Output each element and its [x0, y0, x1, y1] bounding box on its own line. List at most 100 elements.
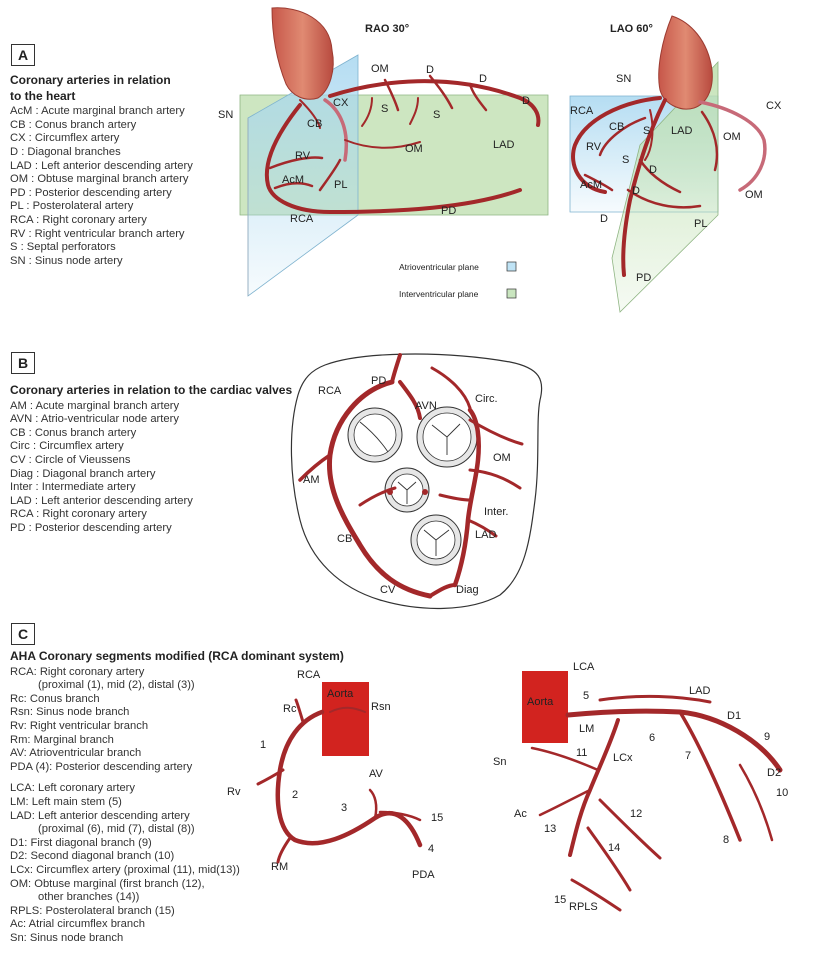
legend-entry: LM: Left main stem (5) [10, 795, 122, 808]
lao-label-acm: AcM [580, 179, 602, 191]
valve-label-cv: CV [380, 584, 396, 596]
panel-c-letter: C [11, 623, 35, 645]
rca-label-4: 4 [428, 843, 434, 855]
lca-label-5: 5 [583, 690, 589, 702]
lao-label-d1: D [649, 164, 657, 176]
rca-label-3: 3 [341, 802, 347, 814]
rca-label-pda: PDA [412, 869, 435, 881]
valve-label-circ: Circ. [475, 393, 498, 405]
panel-c-legend: AHA Coronary segments modified (RCA domi… [10, 649, 344, 945]
lca-label-lm: LM [579, 723, 594, 735]
lca-label-6: 6 [649, 732, 655, 744]
rca-label-aorta: Aorta [327, 688, 354, 700]
lao-label-pd: PD [636, 272, 651, 284]
lao-label-s1: S [643, 125, 650, 137]
lca-label-sn: Sn [493, 756, 506, 768]
lao-label-lad: LAD [671, 125, 692, 137]
panel-a-title-line: to the heart [10, 88, 76, 103]
legend-entry: Sn: Sinus node branch [10, 931, 124, 944]
legend-entry: PDA (4): Posterior descending artery [10, 760, 193, 773]
lca-label-rpls: RPLS [569, 901, 598, 913]
rca-label-rv: Rv [227, 786, 241, 798]
legend-entry: D : Diagonal branches [10, 145, 121, 158]
rao-arteries [264, 74, 541, 215]
lca-label-d1: D1 [727, 710, 741, 722]
rao-label-sn: SN [218, 109, 233, 121]
rao-label-d3: D [522, 95, 530, 107]
rao-label-d1: D [426, 64, 434, 76]
legend-entry: RV : Right ventricular branch artery [10, 227, 185, 240]
valve-label-diag: Diag [456, 584, 479, 596]
valve-diagram: RCA PD AVN Circ. OM AM Inter. LAD CB CV … [290, 353, 543, 609]
plane-legend-iv-swatch [506, 288, 517, 299]
legend-entry: PD : Posterior descending artery [10, 521, 172, 534]
lca-label-lad: LAD [689, 685, 710, 697]
legend-entry: Rv: Right ventricular branch [10, 719, 149, 732]
legend-entry: OM : Obtuse marginal branch artery [10, 173, 189, 186]
lao-aorta [658, 15, 713, 110]
lao-label-cx: CX [766, 100, 782, 112]
lca-label-d2: D2 [767, 767, 781, 779]
valve-label-lad: LAD [475, 529, 496, 541]
lao-label-om1: OM [723, 131, 741, 143]
rao-label-om: OM [371, 63, 389, 75]
legend-entry: RCA : Right coronary artery [10, 213, 147, 226]
legend-entry: (proximal (6), mid (7), distal (8)) [38, 823, 195, 836]
lao-view: LAO 60° SN RCA CB S LAD CX OM RV S D AcM… [569, 15, 782, 313]
legend-entry: CX : Circumflex artery [10, 132, 120, 145]
legend-entry: OM: Obtuse marginal (first branch (12), [10, 877, 205, 890]
lao-label-om2: OM [745, 189, 763, 201]
legend-entry: CV : Circle of Vieussens [10, 453, 131, 466]
rao-label-s2: S [433, 109, 440, 121]
legend-entry: AcM : Acute marginal branch artery [10, 105, 185, 118]
lca-label-13: 13 [544, 823, 556, 835]
legend-entry: LAD: Left anterior descending artery [10, 809, 190, 822]
panel-b-letter: B [11, 352, 35, 374]
rao-title: RAO 30° [365, 23, 409, 35]
lca-label-11: 11 [576, 747, 587, 759]
plane-legend-av-swatch [506, 261, 517, 272]
valve-arteries [298, 353, 524, 599]
rca-label-rc: Rc [283, 703, 297, 715]
panel-a-letter: A [11, 44, 35, 66]
panel-b-legend: Coronary arteries in relation to the car… [10, 383, 292, 536]
legend-entry: LCx: Circumflex artery (proximal (11), m… [10, 863, 240, 876]
valve-label-pd: PD [371, 375, 386, 387]
lca-label-lca: LCA [573, 661, 595, 673]
lca-aorta [522, 671, 568, 743]
legend-entry: RCA : Right coronary artery [10, 508, 147, 521]
lca-label-ac: Ac [514, 808, 527, 820]
rca-aorta [322, 682, 369, 756]
lao-label-d3: D [600, 213, 608, 225]
legend-entry: SN : Sinus node artery [10, 254, 123, 267]
lao-label-rv: RV [586, 141, 602, 153]
lca-label-10: 10 [776, 787, 788, 799]
valve-label-om: OM [493, 452, 511, 464]
valve-label-am: AM [303, 474, 320, 486]
rca-label-15: 15 [431, 812, 443, 824]
panel-c-title: AHA Coronary segments modified (RCA domi… [10, 649, 344, 663]
panel-a-title-line: Coronary arteries in relation [10, 73, 171, 87]
lao-label-sn: SN [616, 73, 631, 85]
plane-legend-av-label: Atrioventricular plane [399, 262, 479, 272]
valve-label-rca: RCA [318, 385, 342, 397]
lao-label-s2: S [622, 154, 629, 166]
lca-label-12: 12 [630, 808, 642, 820]
rao-aorta [271, 7, 334, 100]
legend-entry: D1: First diagonal branch (9) [10, 836, 152, 849]
legend-entry: Rsn: Sinus node branch [10, 706, 130, 719]
legend-entry: AVN : Atrio-ventricular node artery [10, 413, 179, 426]
rao-label-s1: S [381, 103, 388, 115]
rao-label-acm: AcM [282, 174, 304, 186]
rao-label-d2: D [479, 73, 487, 85]
legend-entry: Inter : Intermediate artery [10, 481, 136, 494]
lca-label-9: 9 [764, 731, 770, 743]
legend-entry: LAD : Left anterior descending artery [10, 159, 193, 172]
rca-label-1: 1 [260, 739, 266, 751]
legend-entry: PL : Posterolateral artery [10, 200, 134, 213]
legend-entry: LCA: Left coronary artery [10, 782, 135, 795]
legend-entry: LAD : Left anterior descending artery [10, 494, 193, 507]
lca-label-15: 15 [554, 894, 566, 906]
